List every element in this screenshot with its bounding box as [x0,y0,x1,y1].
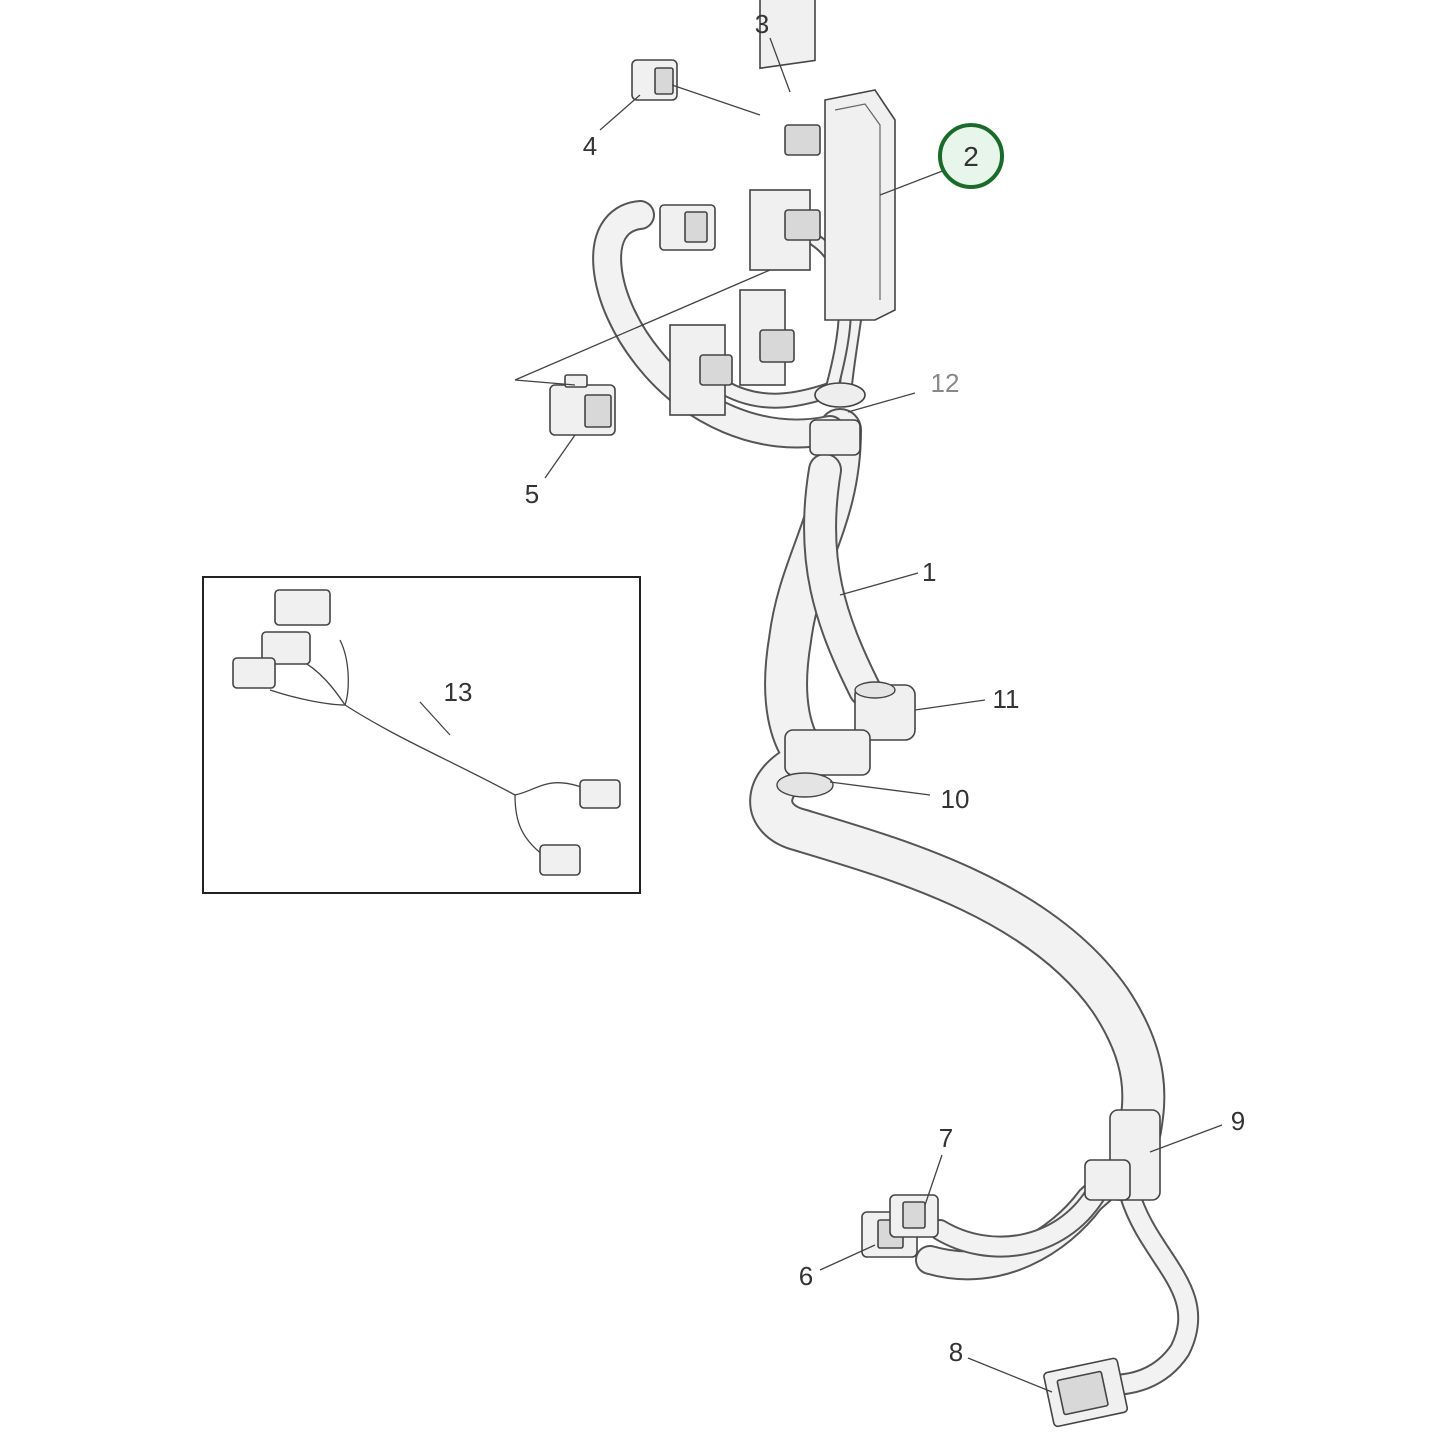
callout-11: 11 [993,684,1020,714]
callout-labels: 1 2 3 4 5 6 7 8 9 10 11 12 13 [444,9,1246,1367]
leader-lines [419,37,1223,1393]
callout-3: 3 [755,9,769,39]
callout-9: 9 [1231,1106,1245,1136]
connector-plate-middle [749,189,821,271]
clamp-item-10 [776,729,871,798]
callout-4: 4 [583,131,597,161]
main-harness [749,408,1166,1152]
connector-item-7 [889,1194,939,1238]
connector-item-5 [549,374,616,436]
connector-plate-lower [669,289,795,416]
callout-6: 6 [799,1261,813,1291]
connector-item-4 [631,59,678,101]
callout-1: 1 [922,557,936,587]
highlight-circle-item-2 [938,123,1004,189]
sub-harness-item-13 [232,589,621,876]
callout-13: 13 [444,677,473,707]
callout-7: 7 [939,1123,953,1153]
loop-end-connector [659,204,716,251]
callout-10: 10 [941,784,970,814]
junction-item-9 [1084,1109,1161,1201]
callout-5: 5 [525,479,539,509]
clamp-item-11 [854,681,916,741]
callout-8: 8 [949,1337,963,1367]
clamp-item-12 [809,382,866,456]
callout-12: 12 [931,368,960,398]
callout-2: 2 [963,141,979,172]
inset-box-item-13 [202,576,641,894]
mounting-bracket [824,89,896,321]
connector-item-8 [1043,1357,1129,1428]
